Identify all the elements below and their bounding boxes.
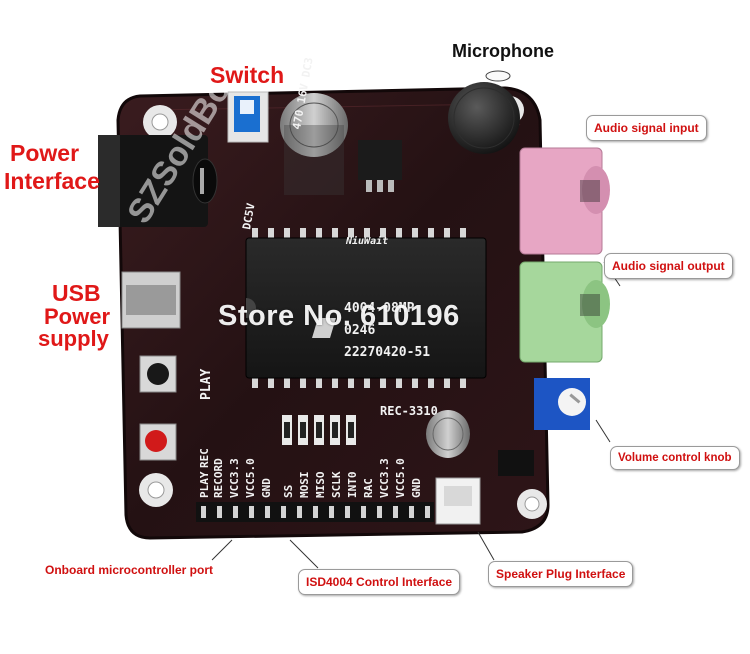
voltage-regulator: [358, 140, 402, 192]
capacitor-large: 470 16V DC3: [280, 57, 348, 195]
svg-text:VCC3.3: VCC3.3: [378, 458, 391, 498]
isd4004-chip: 4004-08MP 0246 22270420-51: [245, 228, 487, 388]
model-silk: REC-3310: [380, 404, 438, 418]
power-switch: [227, 91, 269, 143]
brand-silk: NiuWait: [345, 235, 388, 247]
usb-label-line3: supply: [38, 326, 109, 351]
svg-text:GND: GND: [260, 478, 273, 498]
svg-text:RAC: RAC: [362, 478, 375, 498]
svg-text:MOSI: MOSI: [298, 472, 311, 499]
speaker-plug-callout: Speaker Plug Interface: [488, 561, 634, 587]
svg-text:4004-08MP: 4004-08MP: [344, 301, 415, 316]
svg-text:PLAY: PLAY: [198, 471, 211, 498]
mini-usb-port: [121, 271, 181, 329]
dc-silk: DC5V: [240, 202, 257, 231]
svg-text:VCC5.0: VCC5.0: [394, 458, 407, 498]
dc-power-jack: [98, 135, 218, 227]
isd-interface-callout: ISD4004 Control Interface: [298, 569, 461, 595]
mcu-port-label: Onboard microcontroller port: [45, 563, 214, 577]
switch-label: Switch: [210, 62, 285, 88]
svg-text:0246: 0246: [344, 323, 375, 338]
microphone-label: Microphone: [452, 41, 554, 61]
svg-text:SS: SS: [282, 485, 295, 498]
pin-labels-mid: SS MOSI MISO SCLK INT0 RAC VCC3.3 VCC5.0…: [282, 458, 423, 498]
svg-text:REC: REC: [198, 448, 211, 468]
smd-resistors: [282, 415, 356, 445]
svg-text:SCLK: SCLK: [330, 471, 343, 498]
pin-header: [196, 502, 434, 522]
store-watermark: Store No. 610196: [218, 300, 460, 332]
pin-labels-left: PLAY REC RECORD VCC3.3 VCC5.0 GND: [198, 448, 273, 498]
svg-text:GND: GND: [410, 478, 423, 498]
capacitor-small: [426, 410, 470, 458]
mounting-hole-top-left: [143, 105, 177, 139]
audio-output-callout: Audio signal output: [604, 253, 733, 279]
mounting-hole-bottom-right: [517, 489, 547, 519]
audio-input-jack: [519, 147, 610, 255]
svg-text:22270420-51: 22270420-51: [344, 345, 430, 360]
svg-text:INT0: INT0: [346, 472, 359, 499]
volume-potentiometer: [534, 378, 590, 430]
play-silk: PLAY: [199, 369, 214, 400]
speaker-plug: [435, 477, 481, 525]
svg-text:VCC3.3: VCC3.3: [228, 458, 241, 498]
volume-knob-callout: Volume control knob: [610, 446, 740, 470]
power-interface-label-line1: Power: [10, 140, 80, 166]
svg-text:MISO: MISO: [314, 471, 327, 498]
microphone: [448, 70, 520, 154]
svg-text:RECORD: RECORD: [212, 458, 225, 498]
amplifier-ic: [498, 450, 534, 476]
mounting-hole-bottom-left: [139, 473, 173, 507]
usb-label-line1: USB: [52, 280, 101, 306]
power-interface-label-line2: Interface: [4, 168, 100, 194]
usb-label-line2: Power: [44, 304, 111, 329]
play-button: [139, 355, 177, 393]
svg-text:VCC5.0: VCC5.0: [244, 458, 257, 498]
audio-input-callout: Audio signal input: [586, 115, 707, 141]
audio-output-jack: [519, 261, 610, 363]
record-button: [139, 423, 177, 461]
